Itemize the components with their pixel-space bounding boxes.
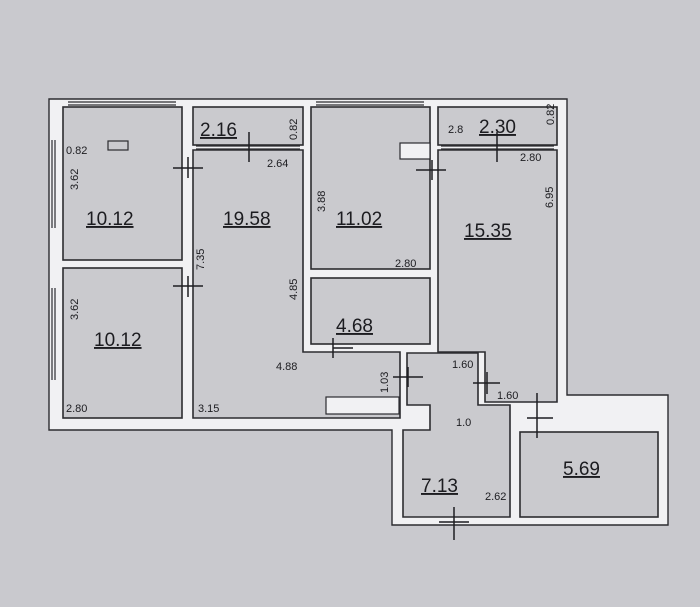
room-hallway (402, 352, 511, 518)
dim-1-0: 1.0 (456, 417, 471, 429)
room-bedroom-top-left (62, 106, 183, 261)
room-kitchen (437, 149, 558, 403)
dim-1-60-bottom: 1.60 (497, 390, 518, 402)
dim-3-15: 3.15 (198, 403, 219, 415)
area-bathroom: 5.69 (563, 459, 600, 480)
area-bedroom-bottom-left: 10.12 (94, 330, 142, 351)
dim-6-95: 6.95 (544, 187, 556, 208)
area-bedroom-top-left: 10.12 (86, 209, 134, 230)
dim-0-82-balcony-right: 0.82 (545, 104, 557, 125)
dim-2-8: 2.8 (448, 124, 463, 136)
room-storage (310, 277, 431, 345)
dim-2-80-middle: 2.80 (395, 258, 416, 270)
radiator (107, 140, 129, 151)
room-bathroom (519, 431, 659, 518)
area-balcony-left: 2.16 (200, 120, 237, 141)
dim-3-62-bottom: 3.62 (69, 299, 81, 320)
built-in-cabinet (325, 396, 400, 415)
door-markers (173, 132, 553, 540)
room-top-middle (310, 106, 431, 270)
dim-2-80-kitchen: 2.80 (520, 152, 541, 164)
area-balcony-right: 2.30 (479, 117, 516, 138)
area-kitchen: 15.35 (464, 221, 512, 242)
wall-niche (399, 142, 431, 160)
area-storage-room: 4.68 (336, 316, 373, 337)
dim-3-88: 3.88 (316, 191, 328, 212)
dim-1-60-top: 1.60 (452, 359, 473, 371)
area-room-top-middle: 11.02 (336, 209, 382, 230)
dim-4-88: 4.88 (276, 361, 297, 373)
room-living (192, 149, 401, 419)
room-bedroom-bottom-left (62, 267, 183, 419)
area-living-room: 19.58 (223, 209, 271, 230)
dim-2-64: 2.64 (267, 158, 288, 170)
room-balcony-left (192, 106, 304, 146)
dim-0-82-balcony-left: 0.82 (288, 119, 300, 140)
dim-2-80-left: 2.80 (66, 403, 87, 415)
area-hallway: 7.13 (421, 476, 458, 497)
dim-1-03: 1.03 (379, 372, 391, 393)
dim-7-35: 7.35 (195, 249, 207, 270)
dim-3-62-top: 3.62 (69, 169, 81, 190)
dim-2-62: 2.62 (485, 491, 506, 503)
dim-4-85: 4.85 (288, 279, 300, 300)
dim-0-82-window: 0.82 (66, 145, 87, 157)
